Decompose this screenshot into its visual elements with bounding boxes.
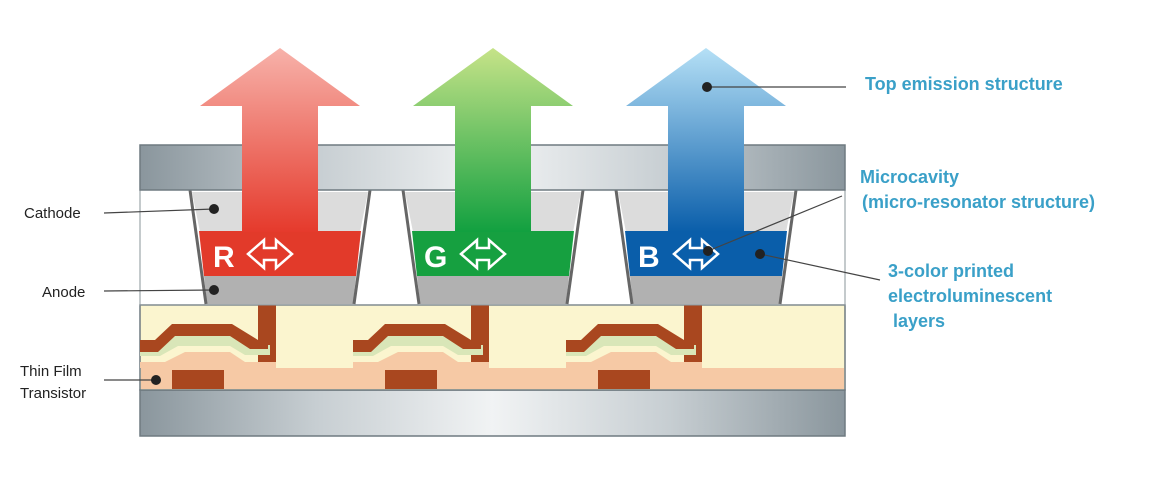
cathode-dot [209,204,219,214]
top-emission-dot [702,82,712,92]
bottom-glass-substrate [139,389,846,437]
resonator-arrow-blue [672,237,720,271]
microcavity-dot [703,246,713,256]
pixel-green [401,189,585,305]
label-printed-line2: electroluminescent [888,286,1052,306]
pixel-letter-b: B [638,241,660,274]
tft-dot [151,375,161,385]
label-tft-line2: Transistor [20,385,86,402]
emission-arrow-red [200,48,360,232]
cathode-leader [103,208,215,214]
resonator-arrow-red [246,237,294,271]
anode-dot [209,285,219,295]
pixel-letter-r: R [213,241,235,274]
tft-element-2 [353,305,489,389]
tft-element-1 [140,305,276,389]
printed-layers-leader [759,253,881,281]
label-printed-line3: layers [888,311,945,331]
resonator-arrow-green [459,237,507,271]
anode-leader [103,289,215,292]
emission-arrow-green [413,48,573,232]
label-printed-line1: 3-color printed [888,261,1014,281]
label-tft-line1: Thin Film [20,363,82,380]
tft-element-3 [566,305,702,389]
label-microcavity-line2: (micro-resonator structure) [862,192,1095,212]
label-anode: Anode [42,284,85,301]
emission-arrow-blue [626,48,786,232]
microcavity-leader [707,195,843,252]
label-microcavity-line1: Microcavity [860,167,959,187]
pixel-red [188,189,372,305]
printed-layers-dot [755,249,765,259]
pixel-letter-g: G [424,241,447,274]
label-cathode: Cathode [24,205,81,222]
label-top-emission: Top emission structure [865,74,1063,94]
